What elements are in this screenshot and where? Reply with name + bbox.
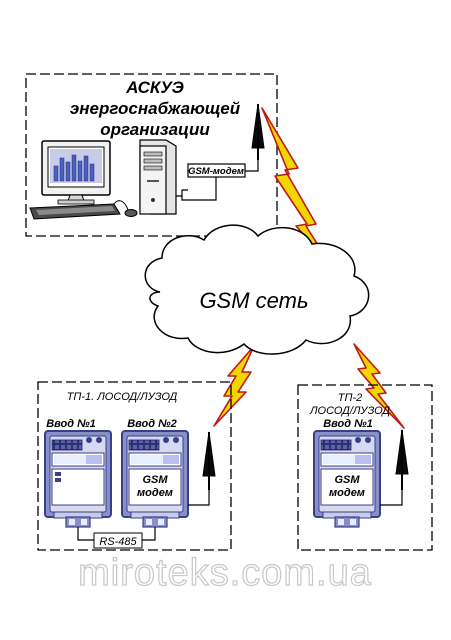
askue-gsm-modem-label: GSM-модем <box>188 166 244 177</box>
pc-modem-cable <box>176 189 188 197</box>
tp2-antenna-icon <box>395 429 409 490</box>
rs485-label: RS-485 <box>99 536 137 548</box>
mouse-icon <box>113 200 138 217</box>
gsm-network-cloud-icon <box>144 224 370 355</box>
pc-tower-icon <box>139 139 177 215</box>
tp2-input1-label: Ввод №1 <box>323 418 373 430</box>
tp1-input2-label: Ввод №2 <box>127 418 177 430</box>
askue-boundary <box>25 73 278 237</box>
rs485-label-box <box>93 532 143 549</box>
tp2-modem-label-line2: модем <box>329 487 365 499</box>
tp1-antenna-icon <box>202 431 216 490</box>
watermark-text: miroteks.com.ua <box>78 552 372 594</box>
tp1-boundary <box>37 381 232 551</box>
askue-title-line2: энергоснабжающей <box>70 99 241 118</box>
tp2-modem-label-line1: GSM <box>334 474 360 486</box>
tp2-title-line2: ЛОСОД/ЛУЗОД <box>309 405 390 417</box>
tp2-title-line1: ТП-2 <box>338 392 362 404</box>
tp2-boundary <box>297 384 433 551</box>
gsm-network-label: GSM сеть <box>199 288 308 313</box>
askue-antenna-icon <box>251 103 265 160</box>
modem-antenna-cable <box>245 160 259 172</box>
tp1-title: ТП-1. ЛОСОД/ЛУЗОД <box>67 391 178 403</box>
askue-title-line3: организации <box>100 120 210 139</box>
askue-title-line1: АСКУЭ <box>125 78 184 97</box>
tp1-modem-label-line2: модем <box>137 487 173 499</box>
tp2-modem-antenna-cable <box>380 490 403 506</box>
tp1-modem-label-line1: GSM <box>142 474 168 486</box>
computer-monitor-icon <box>41 140 111 205</box>
radio-link-tp1-icon <box>213 345 255 427</box>
radio-link-tp2-icon <box>353 343 405 429</box>
tp1-input1-label: Ввод №1 <box>46 418 96 430</box>
keyboard-icon <box>29 203 121 220</box>
askue-modem-cable-down <box>181 177 217 201</box>
tp1-meter2-icon <box>121 430 189 528</box>
tp2-meter-icon <box>313 430 381 528</box>
tp1-modem-antenna-cable <box>188 490 210 506</box>
tp1-meter1-icon <box>44 430 112 528</box>
